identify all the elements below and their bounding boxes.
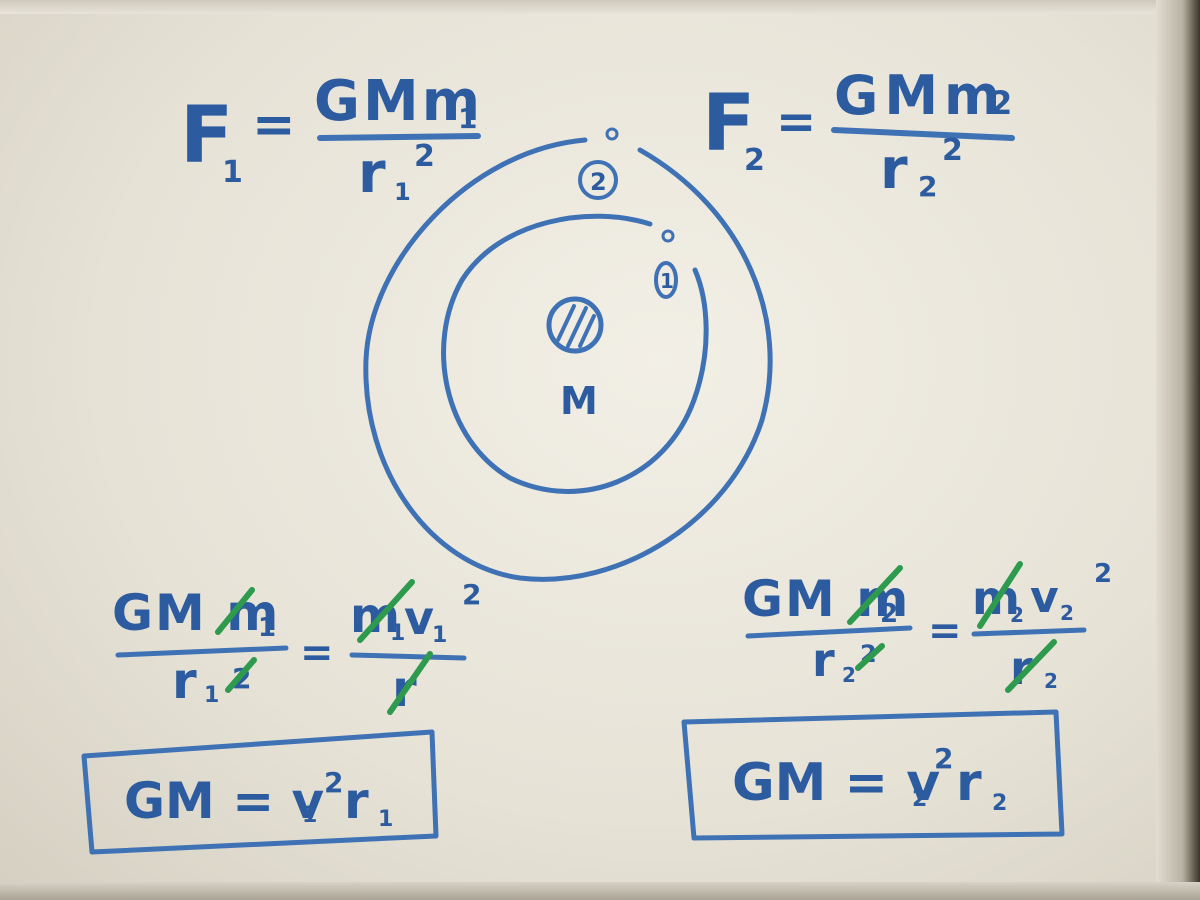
rhs-numerator-m-subscript: 1 [390,621,405,646]
rhs-numerator-m: m [350,588,400,644]
lhs-denominator-subscript: 1 [204,683,219,708]
result-superscript: 2 [934,742,953,775]
equals-sign: = [252,95,296,155]
result-box-left: GM = v 1 2 r 1 [81,729,439,855]
equals-sign: = [300,630,334,676]
denominator-subscript: 2 [918,170,937,203]
result-box-outline [81,729,439,855]
inner-orbit [441,213,709,494]
rhs-numerator-v-subscript: 1 [432,623,447,648]
rhs-numerator-superscript: 2 [462,578,481,611]
denominator-superscript: 2 [414,139,435,174]
orbit-diagram: M 2 1 [363,127,773,582]
result-main: GM = v [124,772,324,830]
denominator-r: r [880,137,908,202]
result-main: GM = v [732,753,940,813]
rhs-numerator-v: v [404,591,434,645]
result-subscript-1: 1 [302,803,317,828]
rhs-fraction-bar [349,652,467,661]
cancel-stroke [1005,639,1057,693]
cancel-stroke [387,651,433,715]
lhs-numerator: GM m [112,584,280,642]
force-subscript: 1 [222,155,243,190]
equals-sign: = [776,94,816,150]
equation-force-2: F 2 = GMm 2 r 2 2 [702,64,1015,203]
whiteboard-frame-right [1156,0,1200,900]
fraction-bar [317,133,481,141]
lhs-numerator-subscript: 2 [880,599,898,629]
cancel-stroke [855,643,885,671]
result-box-outline [681,709,1065,841]
cancel-stroke [977,561,1023,629]
rhs-numerator-m-subscript: 2 [1010,603,1024,627]
result-subscript-2: 2 [992,791,1007,816]
cancel-stroke [215,587,255,635]
cancel-stroke [357,579,415,643]
hatch-line [566,306,588,348]
result-tail: r [956,753,982,813]
equation-force-1: F 1 = GMm 1 r 1 2 [180,69,483,206]
lhs-denominator: r [812,633,835,687]
lhs-fraction-bar [115,645,289,658]
fraction-bar [831,127,1015,141]
result-subscript-2: 1 [378,807,393,832]
denominator-r: r [358,141,386,206]
rhs-denominator-subscript: 2 [1044,669,1058,693]
whiteboard-frame-bottom [0,882,1200,900]
denominator-subscript: 1 [394,178,411,206]
rhs-numerator-superscript: 2 [1094,559,1112,589]
result-superscript: 2 [324,766,343,799]
denominator-superscript: 2 [942,133,963,168]
inner-satellite-dot [661,229,675,243]
equation-orbit-2: GM m 2 r 2 2 = m 2 v 2 2 r 2 [742,559,1112,695]
cancel-stroke [847,565,903,625]
central-mass-label: M [560,379,598,423]
equation-orbit-1: GM m 1 r 1 2 = m 1 v 1 2 r [112,578,481,718]
outer-orbit [363,137,773,582]
rhs-fraction-bar [971,627,1087,637]
numerator-gmm: GMm [314,69,483,134]
numerator-gmm: GMm [834,64,1006,127]
result-tail: r [344,772,369,830]
numerator-subscript: 1 [458,102,477,135]
rhs-numerator-v-subscript: 2 [1060,601,1074,625]
inner-satellite-label: 1 [660,269,674,293]
numerator-subscript: 2 [990,84,1012,122]
force-symbol: F [180,91,233,181]
force-symbol: F [702,79,755,169]
whiteboard-frame-top [0,0,1200,14]
lhs-denominator-subscript: 2 [842,663,856,687]
outer-satellite-label: 2 [590,168,607,196]
lhs-numerator-subscript: 1 [258,613,276,643]
equals-sign: = [928,608,962,654]
cancel-stroke [225,657,257,693]
rhs-numerator-v: v [1030,572,1059,623]
result-subscript-1: 2 [912,787,927,812]
central-mass [546,296,604,354]
lhs-denominator: r [172,652,197,710]
force-subscript: 2 [744,143,765,178]
outer-satellite-marker [578,160,618,200]
outer-satellite-dot [605,127,619,141]
result-box-right: GM = v 2 2 r 2 [681,709,1065,841]
hatch-line [578,314,596,348]
lhs-fraction-bar [745,625,913,639]
lhs-numerator: GM m [742,570,910,628]
inner-satellite-marker [654,261,678,299]
hatch-line [556,304,576,342]
